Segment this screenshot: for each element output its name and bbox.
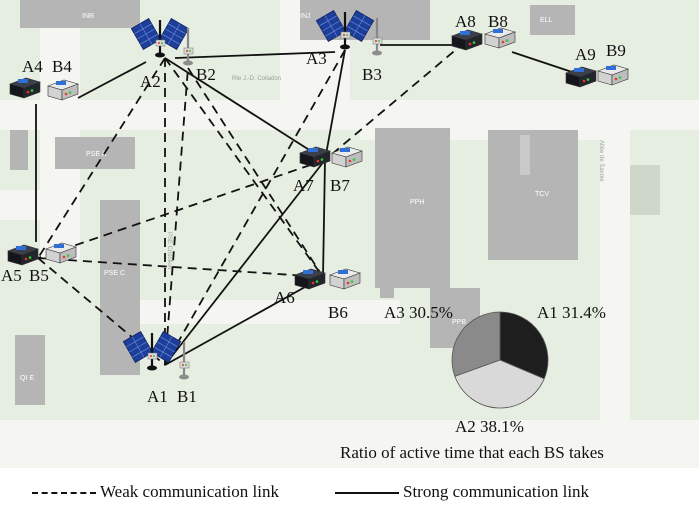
link-a2-a3-strong bbox=[174, 51, 336, 59]
pie-slice-a3 bbox=[451, 311, 501, 377]
links-layer bbox=[35, 41, 573, 366]
node-b1 bbox=[179, 342, 190, 380]
node-a5 bbox=[7, 244, 39, 266]
link-a1-b2-weak bbox=[164, 67, 189, 366]
node-a8 bbox=[451, 29, 483, 51]
node-b2 bbox=[183, 28, 194, 66]
node-b9 bbox=[597, 64, 629, 86]
building-labels: INR INJ ELL PSE A PPH TCV PSE C PPB QI E… bbox=[20, 13, 604, 382]
building-label-ell: ELL bbox=[540, 17, 553, 24]
link-a3-a1-weak bbox=[164, 49, 346, 366]
node-label-a9: A9 bbox=[575, 45, 596, 64]
node-label-a5: A5 bbox=[1, 266, 22, 285]
building-label-inj: INJ bbox=[300, 13, 311, 20]
roads bbox=[0, 0, 699, 468]
street-label-savoie: Allée de Savoie bbox=[598, 140, 604, 182]
campus-map: INR INJ ELL PSE A PPH TCV PSE C PPB QI E… bbox=[0, 0, 699, 468]
legend-dashed-line bbox=[32, 492, 96, 495]
node-a1 bbox=[122, 331, 182, 371]
link-a8-a7-weak bbox=[324, 41, 466, 161]
node-b7 bbox=[331, 146, 363, 168]
node-label-a7: A7 bbox=[293, 176, 314, 195]
link-b2-a6-weak bbox=[187, 67, 324, 278]
node-label-b9: B9 bbox=[606, 41, 626, 60]
pie-slice-a2 bbox=[454, 359, 545, 409]
node-label-b7: B7 bbox=[330, 176, 350, 195]
legend-strong: Strong communication link bbox=[335, 482, 589, 502]
node-b3 bbox=[372, 18, 383, 56]
node-label-b5: B5 bbox=[29, 266, 49, 285]
node-a7 bbox=[299, 146, 331, 168]
street-label-colladon: Rte J.-D. Colladon bbox=[232, 76, 281, 82]
pie-label-a1: A1 31.4% bbox=[537, 303, 606, 322]
building-label-ppb: PPB bbox=[452, 319, 466, 326]
pie-label-a2: A2 38.1% bbox=[455, 417, 524, 436]
node-label-b4: B4 bbox=[52, 57, 72, 76]
node-labels: A4 B4 A2 B2 A3 B3 A8 B8 A9 B9 A7 B7 A5 B… bbox=[1, 12, 626, 406]
pie-chart bbox=[451, 311, 549, 409]
node-label-b1: B1 bbox=[177, 387, 197, 406]
node-b8 bbox=[484, 27, 516, 49]
legend-weak-label: Weak communication link bbox=[100, 482, 279, 501]
link-a7-a1-strong bbox=[164, 159, 326, 366]
legend-strong-label: Strong communication link bbox=[403, 482, 590, 501]
link-a7-a5-weak bbox=[37, 159, 326, 259]
legend-weak: Weak communication link bbox=[32, 482, 279, 502]
street-label-crisollon: PSE Crisollon bbox=[166, 232, 172, 269]
pie-label-a3: A3 30.5% bbox=[384, 303, 453, 322]
legend-solid-line bbox=[335, 492, 399, 495]
node-a2 bbox=[130, 18, 190, 58]
building-label-pse-a: PSE A bbox=[86, 151, 107, 158]
pie-caption: Ratio of active time that each BS takes bbox=[340, 443, 604, 462]
link-a2-a6-weak bbox=[164, 57, 324, 278]
node-label-a2: A2 bbox=[140, 72, 161, 91]
building-label-pse-c: PSE C bbox=[104, 270, 125, 277]
node-a3 bbox=[315, 10, 375, 50]
building-label-qi-e: QI E bbox=[20, 375, 34, 382]
node-a6 bbox=[294, 268, 326, 290]
node-label-a4: A4 bbox=[22, 57, 43, 76]
link-a3-a7-strong bbox=[324, 49, 346, 161]
link-a8-a9-strong bbox=[511, 51, 573, 73]
node-label-a6: A6 bbox=[274, 288, 295, 307]
legend: Weak communication link Strong communica… bbox=[0, 470, 699, 512]
node-a9 bbox=[565, 66, 597, 88]
node-label-b8: B8 bbox=[488, 12, 508, 31]
nodes-layer bbox=[7, 10, 629, 380]
node-b6 bbox=[329, 268, 361, 290]
link-a2-a5-weak bbox=[37, 57, 166, 259]
node-b4 bbox=[47, 79, 79, 101]
link-a5-a6-weak bbox=[37, 257, 324, 278]
node-label-a8: A8 bbox=[455, 12, 476, 31]
node-label-b2: B2 bbox=[196, 65, 216, 84]
node-label-a1: A1 bbox=[147, 387, 168, 406]
node-label-b6: B6 bbox=[328, 303, 348, 322]
pie-slice-a1 bbox=[499, 311, 549, 380]
node-b5 bbox=[45, 242, 77, 264]
node-a4 bbox=[9, 77, 41, 99]
building-label-pph: PPH bbox=[410, 199, 424, 206]
building-label-tcv: TCV bbox=[535, 191, 549, 198]
building-label-inr: INR bbox=[82, 13, 94, 20]
link-a4-a2-strong bbox=[77, 61, 147, 99]
node-label-a3: A3 bbox=[306, 49, 327, 68]
node-label-b3: B3 bbox=[362, 65, 382, 84]
link-a1-a6-strong bbox=[164, 276, 324, 366]
link-a7-a6-strong bbox=[322, 159, 326, 278]
